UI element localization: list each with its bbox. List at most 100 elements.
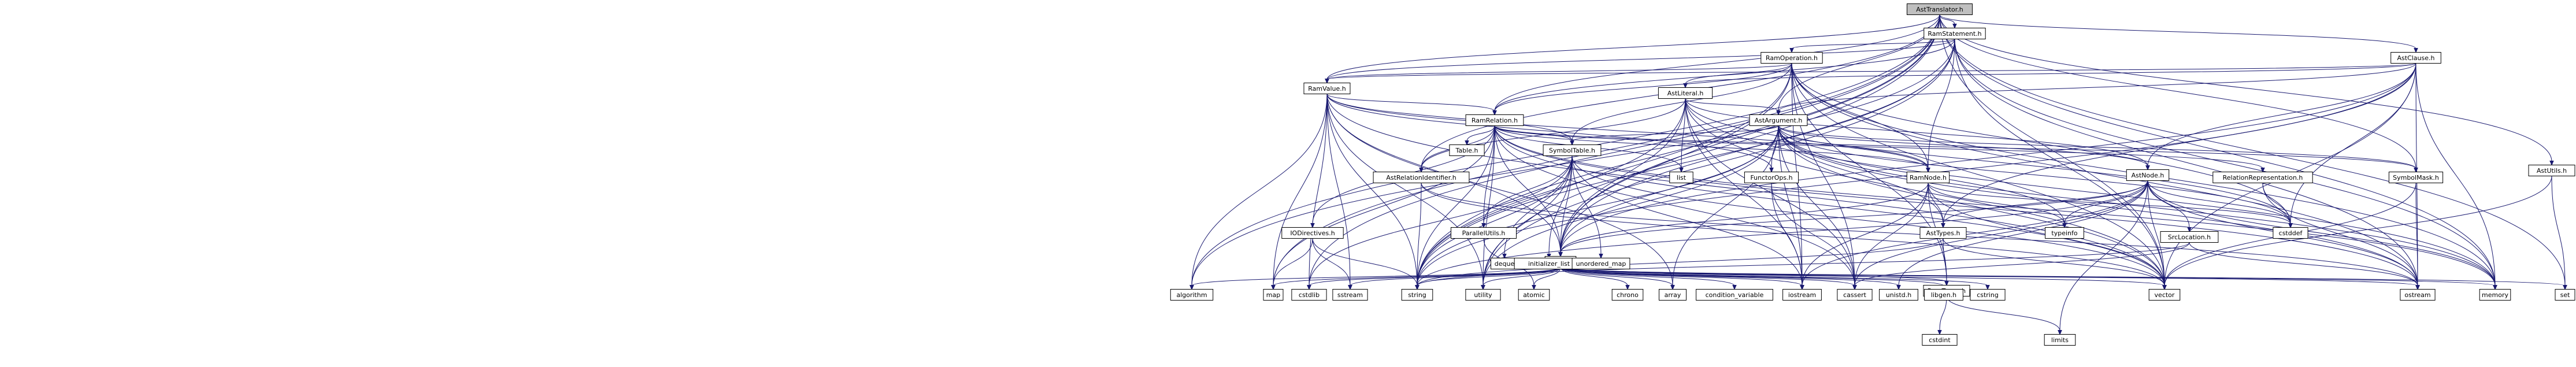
node-iodirectives-h[interactable]: IODirectives.h <box>1281 227 1344 239</box>
node-utility[interactable]: utility <box>1465 289 1501 301</box>
node-ramrelation-h[interactable]: RamRelation.h <box>1465 114 1524 126</box>
node-symbolmask-h[interactable]: SymbolMask.h <box>2388 172 2444 183</box>
edge-Util.h-to-algorithm <box>1189 267 1561 290</box>
edge-Util.h-to-atomic <box>1532 267 1561 290</box>
node-label: map <box>1266 291 1280 299</box>
node-label: vector <box>2155 291 2175 299</box>
node-symboltable-h[interactable]: SymbolTable.h <box>1543 144 1602 156</box>
node-label: iostream <box>1788 291 1816 299</box>
node-label: Table.h <box>1455 147 1478 154</box>
node-label: libgen.h <box>1931 291 1956 299</box>
node-label: ostream <box>2404 291 2430 299</box>
edge-AstTranslator.h-to-RamRelation.h <box>1492 14 1940 116</box>
edge-RamValue.h-to-RamNode.h <box>1326 94 1930 173</box>
node-set[interactable]: set <box>2555 289 2575 301</box>
node-condition-variable[interactable]: condition_variable <box>1696 289 1773 301</box>
node-ramstatement-h[interactable]: RamStatement.h <box>1923 28 1986 39</box>
node-string[interactable]: string <box>1401 289 1433 301</box>
edge-RamValue.h-to-RamRelation.h <box>1326 94 1497 116</box>
node-label: AstTypes.h <box>1926 229 1960 237</box>
node-srclocation-h[interactable]: SrcLocation.h <box>2160 231 2219 243</box>
node-vector[interactable]: vector <box>2148 289 2181 301</box>
node-deque[interactable]: deque <box>1491 258 1518 269</box>
node-cstddef[interactable]: cstddef <box>2273 227 2308 239</box>
edge-FunctorOps.h-to-cassert <box>1771 183 1857 290</box>
node-label: AstClause.h <box>2397 54 2435 62</box>
node-memory[interactable]: memory <box>2479 289 2511 301</box>
node-cstdlib[interactable]: cstdlib <box>1291 289 1327 301</box>
edge-Util.h-to-cstdlib <box>1307 267 1561 290</box>
edge-Util.h-to-set <box>1560 267 2567 290</box>
node-table-h[interactable]: Table.h <box>1449 144 1485 156</box>
node-libgen-h[interactable]: libgen.h <box>1924 289 1963 301</box>
node-unordered-map[interactable]: unordered_map <box>1571 258 1630 269</box>
node-ramoperation-h[interactable]: RamOperation.h <box>1760 52 1823 64</box>
node-label: RelationRepresentation.h <box>2223 174 2303 181</box>
node-limits[interactable]: limits <box>2044 334 2076 346</box>
node-label: memory <box>2482 291 2508 299</box>
node-label: string <box>1408 291 1426 299</box>
edge-RamRelation.h-to-SymbolMask.h <box>1494 125 2418 173</box>
edge-AstTranslator.h-to-AstUtils.h <box>1939 14 2554 166</box>
edge-AstArgument.h-to-RamNode.h <box>1778 125 1930 173</box>
node-label: SrcLocation.h <box>2168 233 2211 241</box>
node-label: cstddef <box>2279 229 2303 237</box>
node-sstream[interactable]: sstream <box>1332 289 1368 301</box>
node-label: RamRelation.h <box>1472 117 1518 124</box>
node-iostream[interactable]: iostream <box>1782 289 1822 301</box>
node-astliteral-h[interactable]: AstLiteral.h <box>1658 87 1713 99</box>
node-astargument-h[interactable]: AstArgument.h <box>1749 114 1808 126</box>
edge-AstTranslator.h-to-cstdlib <box>1307 14 1940 290</box>
node-label: AstRelationIdentifier.h <box>1386 174 1456 181</box>
nodes-layer: AstTranslator.hRamStatement.hAstClause.h… <box>1170 3 2575 346</box>
node-parallelutils-h[interactable]: ParallelUtils.h <box>1451 227 1517 239</box>
node-atomic[interactable]: atomic <box>1518 289 1550 301</box>
node-label: set <box>2560 291 2570 299</box>
edge-Util.h-to-memory <box>1560 267 2497 290</box>
node-ostream[interactable]: ostream <box>2400 289 2436 301</box>
edge-RamValue.h-to-utility <box>1326 94 1485 290</box>
node-asttypes-h[interactable]: AstTypes.h <box>1919 227 1967 239</box>
node-label: AstUtils.h <box>2537 167 2567 175</box>
node-label: RamOperation.h <box>1766 54 1818 62</box>
edge-AstTranslator.h-to-set <box>1939 14 2567 290</box>
node-cstdint[interactable]: cstdint <box>1922 334 1958 346</box>
node-ramnode-h[interactable]: RamNode.h <box>1906 172 1950 183</box>
node-cstring[interactable]: cstring <box>1970 289 2006 301</box>
node-astrelationidentifier-h[interactable]: AstRelationIdentifier.h <box>1373 172 1470 183</box>
node-ramvalue-h[interactable]: RamValue.h <box>1303 83 1351 94</box>
node-typeinfo[interactable]: typeinfo <box>2045 227 2084 239</box>
node-label: AstLiteral.h <box>1667 90 1704 97</box>
node-label: cassert <box>1843 291 1867 299</box>
node-chrono[interactable]: chrono <box>1611 289 1644 301</box>
node-label: AstArgument.h <box>1755 117 1803 124</box>
node-label: array <box>1665 291 1681 299</box>
edge-RamTypes.h-to-cstdint <box>1937 296 1947 335</box>
node-algorithm[interactable]: algorithm <box>1170 289 1214 301</box>
node-cassert[interactable]: cassert <box>1837 289 1873 301</box>
node-list[interactable]: list <box>1669 172 1693 183</box>
node-initializer-list[interactable]: initializer_list <box>1514 258 1584 269</box>
node-relationrepresentation-h[interactable]: RelationRepresentation.h <box>2212 172 2313 183</box>
edge-RamOperation.h-to-RamValue.h <box>1325 63 1792 84</box>
edge-AstClause.h-to-AstTypes.h <box>1941 63 2416 228</box>
edge-AstUtils.h-to-set <box>2551 176 2567 290</box>
node-unistd-h[interactable]: unistd.h <box>1879 289 1918 301</box>
node-astutils-h[interactable]: AstUtils.h <box>2528 165 2575 176</box>
node-map[interactable]: map <box>1263 289 1284 301</box>
node-label: RamStatement.h <box>1928 30 1981 38</box>
node-label: unistd.h <box>1886 291 1912 299</box>
edge-AstClause.h-to-RamValue.h <box>1325 63 2416 84</box>
edge-SrcLocation.h-to-cassert <box>1852 242 2190 290</box>
node-astclause-h[interactable]: AstClause.h <box>2390 52 2441 64</box>
node-asttranslator-h: AstTranslator.h <box>1907 3 1973 15</box>
node-array[interactable]: array <box>1659 289 1687 301</box>
node-functorops-h[interactable]: FunctorOps.h <box>1744 172 1799 183</box>
edge-RamNode.h-to-cassert <box>1852 183 1929 290</box>
node-label: atomic <box>1523 291 1545 299</box>
edge-RamStatement.h-to-RamOperation.h <box>1789 39 1955 53</box>
node-label: IODirectives.h <box>1290 229 1335 237</box>
node-label: RamValue.h <box>1308 85 1346 92</box>
node-astnode-h[interactable]: AstNode.h <box>2126 169 2170 181</box>
